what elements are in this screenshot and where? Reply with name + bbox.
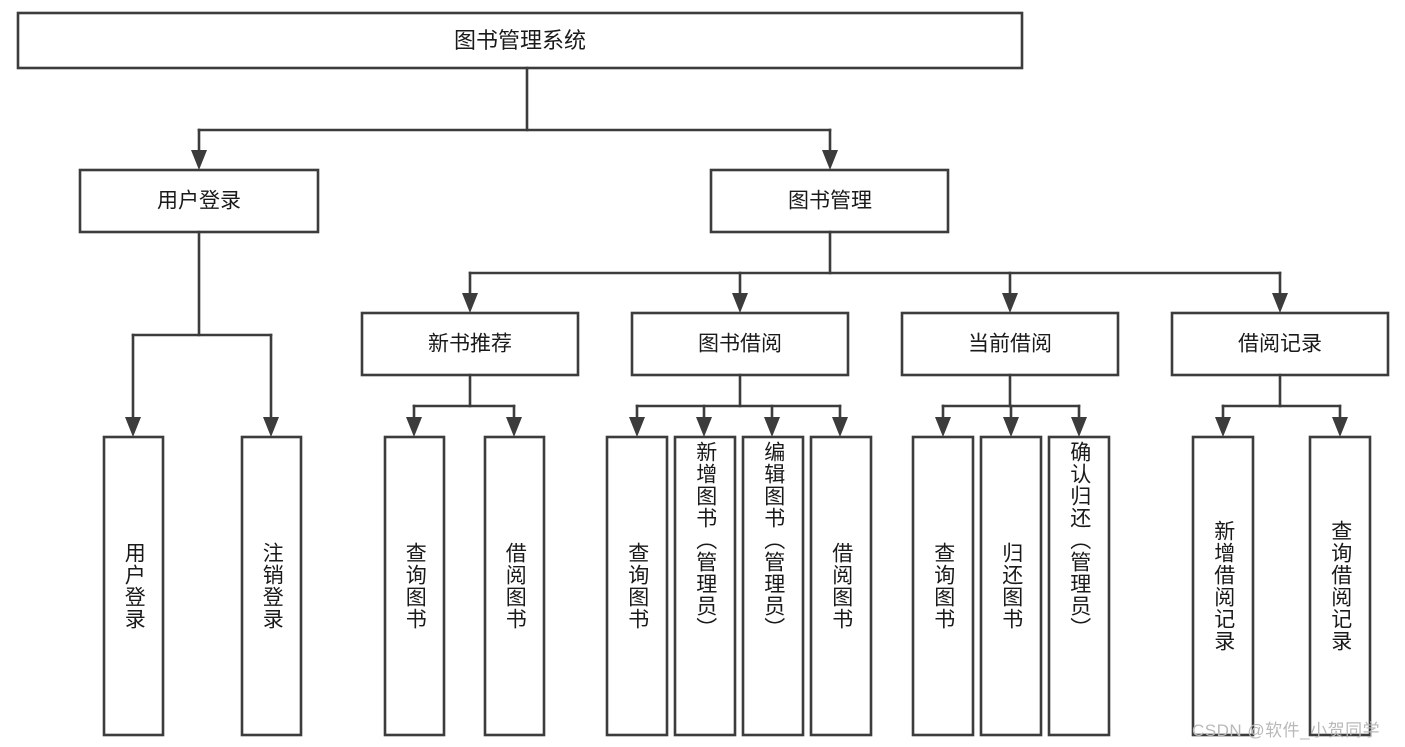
node-borrow-record[interactable]: 借阅记录 [1170, 311, 1390, 377]
leaf-box-borrow-book-2[interactable] [809, 435, 873, 737]
connector-book-manage-to-level3 [462, 230, 1288, 313]
leaf-box-user-login[interactable] [102, 435, 165, 737]
connector-book-borrow-to-leaves [629, 373, 848, 437]
node-root[interactable]: 图书管理系统 [16, 11, 1024, 70]
arrow-head-icon [935, 417, 951, 437]
arrow-head-icon [125, 417, 141, 437]
node-borrow-record-label: 借阅记录 [1238, 333, 1322, 356]
arrow-head-icon [1332, 417, 1348, 437]
leaf-box-user-logout[interactable] [240, 435, 303, 737]
connector-current-borrow-to-leaves [935, 373, 1087, 437]
connector-user-login-to-leaves [125, 230, 279, 437]
arrow-head-icon [629, 417, 645, 437]
node-book-borrow[interactable]: 图书借阅 [630, 311, 850, 377]
leaf-box-query-book-3[interactable] [911, 435, 975, 737]
node-new-book-rec-label: 新书推荐 [428, 333, 512, 356]
arrow-head-icon [1215, 417, 1231, 437]
leaf-box-add-book[interactable] [673, 435, 737, 737]
leaf-box-return-book[interactable] [979, 435, 1043, 737]
arrow-head-icon [1272, 293, 1288, 313]
node-root-box [16, 11, 1024, 70]
node-book-manage[interactable]: 图书管理 [709, 168, 950, 234]
arrow-head-icon [1003, 417, 1019, 437]
node-current-borrow-box [900, 311, 1120, 377]
leaf-box-query-book-1[interactable] [383, 435, 446, 737]
connector-root-to-level2 [191, 66, 838, 170]
arrow-head-icon [406, 417, 422, 437]
arrow-head-icon [263, 417, 279, 437]
arrow-head-icon [191, 150, 207, 170]
arrow-head-icon [1002, 293, 1018, 313]
arrow-head-icon [462, 293, 478, 313]
arrow-head-icon [822, 150, 838, 170]
node-current-borrow-label: 当前借阅 [968, 333, 1052, 356]
arrow-head-icon [732, 293, 748, 313]
node-user-login-label: 用户登录 [157, 190, 241, 213]
connector-borrow-record-to-leaves [1215, 373, 1348, 437]
node-new-book-rec-box [360, 311, 580, 377]
node-book-borrow-label: 图书借阅 [698, 333, 782, 356]
node-user-login[interactable]: 用户登录 [78, 168, 320, 234]
watermark-text: CSDN @软件_小贺同学 [1192, 721, 1381, 740]
leaf-box-edit-book[interactable] [741, 435, 805, 737]
node-current-borrow[interactable]: 当前借阅 [900, 311, 1120, 377]
leaf-box-borrow-book-1[interactable] [483, 435, 546, 737]
connector-new-book-rec-to-leaves [406, 373, 522, 437]
arrow-head-icon [696, 417, 712, 437]
arrow-head-icon [832, 417, 848, 437]
leaf-box-query-record[interactable] [1308, 435, 1372, 737]
node-root-label: 图书管理系统 [454, 28, 586, 53]
arrow-head-icon [1071, 417, 1087, 437]
node-book-manage-label: 图书管理 [788, 190, 872, 213]
leaf-box-confirm-return[interactable] [1047, 435, 1111, 737]
node-user-login-box [78, 168, 320, 234]
node-new-book-rec[interactable]: 新书推荐 [360, 311, 580, 377]
arrow-head-icon [506, 417, 522, 437]
leaf-box-add-record[interactable] [1191, 435, 1255, 737]
leaf-box-query-book-2[interactable] [605, 435, 669, 737]
arrow-head-icon [764, 417, 780, 437]
